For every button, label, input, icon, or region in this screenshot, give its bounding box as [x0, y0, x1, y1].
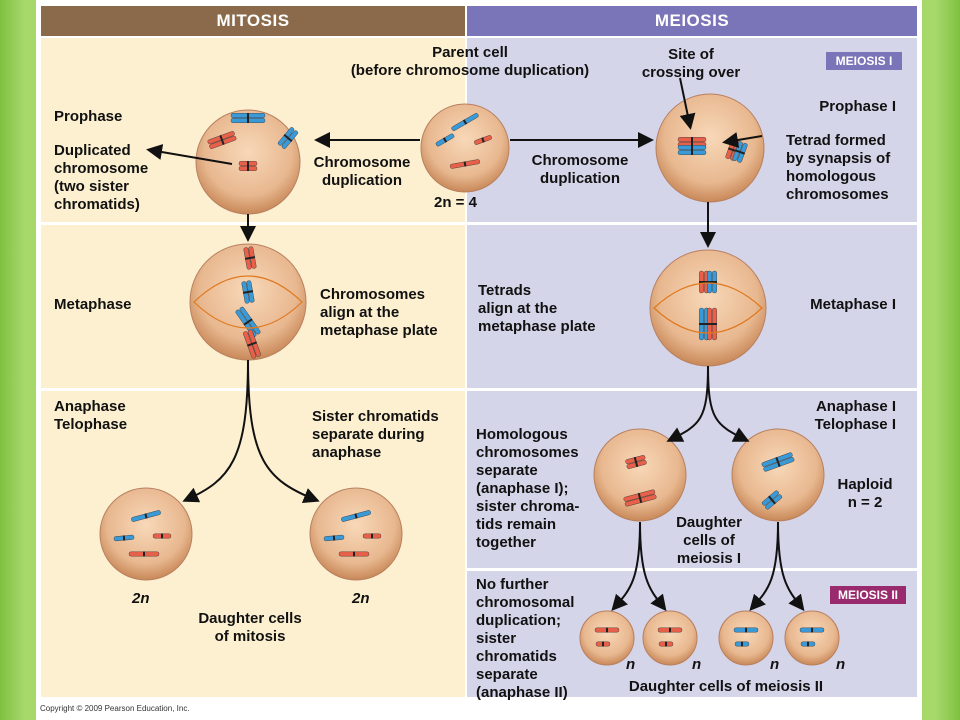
- arrow: [639, 521, 667, 612]
- n-label-3: n: [770, 656, 780, 673]
- meiotic-spindle: [653, 282, 763, 334]
- prophase-I-label: Prophase I: [819, 98, 896, 115]
- arrow: [611, 521, 641, 611]
- chromosome: [113, 534, 135, 542]
- chromosomes-align-label: Chromosomes align at the metaphase plate: [320, 286, 438, 339]
- chromosome: [732, 141, 748, 163]
- chromosome: [207, 131, 237, 149]
- chromosome: [323, 534, 345, 542]
- parent-cell-label: Parent cell (before chromosome duplicati…: [350, 44, 590, 79]
- cell: [655, 93, 765, 203]
- mitosis-2n-right: 2n: [352, 590, 370, 607]
- arrow: [182, 359, 249, 503]
- ploidy-label: 2n = 4: [434, 194, 477, 211]
- tetrads-align-label: Tetrads align at the metaphase plate: [478, 282, 596, 335]
- chromosome: [677, 145, 707, 155]
- sister-separate-label: Sister chromatids separate during anapha…: [312, 408, 439, 461]
- daughter-meiosis2-label: Daughter cells of meiosis II: [628, 678, 824, 695]
- arrow: [722, 132, 763, 148]
- tetrad-formed-label: Tetrad formed by synapsis of homologous …: [786, 132, 891, 203]
- chromosome: [799, 627, 825, 633]
- anaphase-telophase-I-label: Anaphase I Telophase I: [814, 398, 896, 433]
- chromosome: [230, 113, 266, 123]
- prophase-label: Prophase: [54, 108, 123, 125]
- chromosome: [595, 641, 611, 647]
- arrow: [707, 365, 750, 442]
- cell: [420, 103, 510, 193]
- chromosome: [243, 329, 261, 359]
- row-divider-2: [41, 388, 917, 391]
- arrow: [247, 359, 320, 503]
- chromosome: [623, 489, 657, 507]
- chromosome: [800, 641, 816, 647]
- cell: [593, 428, 687, 522]
- arrow: [146, 144, 233, 165]
- anaphase-telophase-label: Anaphase Telophase: [54, 398, 128, 433]
- n-label-1: n: [626, 656, 636, 673]
- homologous-separate-label: Homologous chromosomes separate (anaphas…: [476, 426, 580, 551]
- chromosome-duplication-left-label: Chromosome duplication: [313, 154, 411, 189]
- row-divider-3: [467, 568, 917, 571]
- chromosome: [341, 510, 371, 522]
- chromosome: [238, 161, 258, 171]
- chromosome: [241, 280, 255, 304]
- chromosome: [657, 627, 683, 633]
- chromosome: [658, 641, 674, 647]
- arrow: [777, 521, 805, 612]
- meiosis-2-badge: MEIOSIS II: [830, 586, 906, 604]
- duplicated-chromosome-label: Duplicated chromosome (two sister chroma…: [54, 142, 149, 213]
- mitotic-spindle: [193, 275, 303, 329]
- daughter-meiosis1-label: Daughter cells of meiosis I: [676, 514, 742, 567]
- metaphase-label: Metaphase: [54, 296, 132, 313]
- chromosome: [734, 641, 750, 647]
- chromosome: [625, 455, 647, 469]
- chromosome: [277, 127, 299, 149]
- chromosome: [128, 551, 160, 557]
- meiosis-1-badge: MEIOSIS I: [826, 52, 902, 70]
- chromosome: [761, 452, 795, 472]
- meiosis-header: MEIOSIS: [467, 6, 917, 36]
- cell: [718, 610, 774, 666]
- mitosis-2n-left: 2n: [132, 590, 150, 607]
- no-further-duplication-label: No further chromosomal duplication; sist…: [476, 576, 575, 701]
- chromosome: [474, 135, 492, 145]
- copyright-notice: Copyright © 2009 Pearson Education, Inc.: [40, 704, 190, 713]
- chromosome-duplication-right-label: Chromosome duplication: [531, 152, 629, 187]
- n-label-2: n: [692, 656, 702, 673]
- cell: [784, 610, 840, 666]
- cell: [642, 610, 698, 666]
- chromosome: [733, 627, 759, 633]
- chromosome: [362, 533, 382, 539]
- chromosome: [594, 627, 620, 633]
- chromosome: [761, 490, 783, 510]
- chromosome: [338, 551, 370, 557]
- row-divider-1: [41, 222, 917, 225]
- daughter-mitosis-label: Daughter cells of mitosis: [198, 610, 302, 645]
- arrow: [679, 77, 696, 130]
- arrow: [749, 521, 779, 611]
- site-crossing-label: Site of crossing over: [641, 46, 741, 81]
- chromosome: [152, 533, 172, 539]
- chromosome: [243, 246, 257, 270]
- cell: [99, 487, 193, 581]
- chromosome: [451, 113, 479, 131]
- haploid-label: Haploid n = 2: [837, 476, 893, 511]
- cell: [731, 428, 825, 522]
- metaphase-I-label: Metaphase I: [810, 296, 896, 313]
- chromosome: [131, 510, 161, 522]
- chromosome: [449, 159, 481, 169]
- mitosis-header: MITOSIS: [41, 6, 465, 36]
- cell: [649, 249, 767, 367]
- n-label-4: n: [836, 656, 846, 673]
- arrow: [666, 365, 709, 442]
- chromosome: [435, 133, 455, 147]
- cell: [579, 610, 635, 666]
- cell: [309, 487, 403, 581]
